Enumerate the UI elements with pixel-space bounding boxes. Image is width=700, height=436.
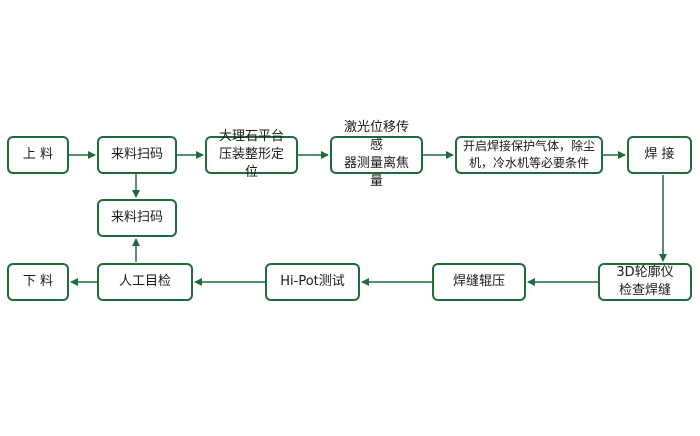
node-unloading: 下 料 <box>7 263 69 301</box>
node-loading-label: 上 料 <box>22 147 54 162</box>
node-protect-gas-label: 开启焊接保护气体，除尘 机，冷水机等必要条件 <box>463 139 596 170</box>
node-weld-label: 焊 接 <box>644 147 675 162</box>
node-3d-profile: 3D轮廓仪 检查焊缝 <box>598 263 692 301</box>
node-weld: 焊 接 <box>627 136 692 174</box>
node-3d-profile-label: 3D轮廓仪 检查焊缝 <box>616 265 674 298</box>
node-scan-top: 来料扫码 <box>97 136 177 174</box>
node-seam-rolling-label: 焊缝辊压 <box>452 274 505 289</box>
node-hipot-test-label: Hi-Pot测试 <box>280 274 345 289</box>
node-laser-sensor-label: 激光位移传感 器测量离焦量 <box>343 120 409 189</box>
node-scan-mid-label: 来料扫码 <box>110 210 163 225</box>
node-visual-inspection-label: 人工目检 <box>118 274 171 289</box>
node-hipot-test: Hi-Pot测试 <box>265 263 360 301</box>
node-unloading-label: 下 料 <box>22 274 54 289</box>
node-marble-platform-label: 大理石平台 压装整形定位 <box>218 129 284 180</box>
node-loading: 上 料 <box>7 136 69 174</box>
node-laser-sensor: 激光位移传感 器测量离焦量 <box>330 120 423 189</box>
node-scan-mid: 来料扫码 <box>97 199 177 237</box>
node-visual-inspection: 人工目检 <box>97 263 193 301</box>
node-seam-rolling: 焊缝辊压 <box>432 263 526 301</box>
node-marble-platform: 大理石平台 压装整形定位 <box>205 129 298 180</box>
node-scan-top-label: 来料扫码 <box>110 147 163 162</box>
node-protect-gas: 开启焊接保护气体，除尘 机，冷水机等必要条件 <box>455 136 603 174</box>
